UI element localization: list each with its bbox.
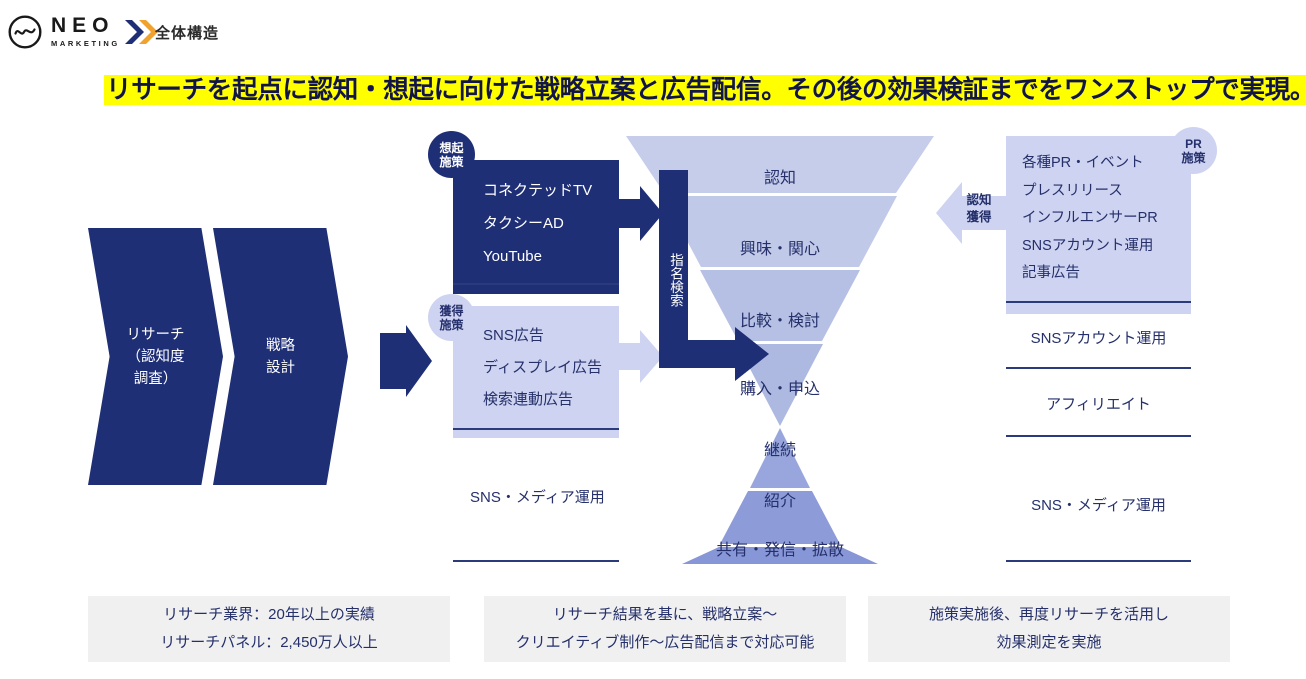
double-chevron-icon: [124, 20, 158, 44]
process-step-line: 設計: [266, 359, 295, 376]
divider: [1006, 301, 1191, 303]
left-arrow-icon: [936, 182, 1008, 244]
funnel-band-3: [700, 270, 860, 341]
footer-card-line: クリエイティブ制作〜広告配信まで対応可能: [515, 634, 815, 651]
branded-search-arrow-icon: [659, 170, 769, 381]
measure-item: SNS広告: [483, 327, 544, 344]
divider: [453, 428, 619, 430]
funnel-diagram: [626, 136, 934, 564]
measure-item: 記事広告: [1022, 265, 1080, 281]
footer-card-research: リサーチ業界：20年以上の実績 リサーチパネル：2,450万人以上: [88, 596, 450, 662]
measure-item: 検索連動広告: [483, 391, 574, 408]
funnel-band-1: [626, 136, 934, 193]
measure-box-recall: コネクテッドTV タクシーAD YouTube: [453, 160, 619, 294]
footer-card-line: リサーチ結果を基に、戦略立案〜: [552, 606, 778, 623]
process-step-line: リサーチ: [126, 326, 185, 343]
footer-card-line: 効果測定を実施: [996, 634, 1102, 651]
footer-card-line: 施策実施後、再度リサーチを活用し: [928, 606, 1169, 623]
right-arrow-icon: [616, 186, 663, 241]
logo: NEO MARKETING: [8, 14, 158, 50]
measure-item: プレスリリース: [1022, 182, 1123, 199]
wave-circle-icon: [8, 15, 42, 49]
badge-line: 想起: [439, 140, 464, 155]
measure-item: SNSアカウント運用: [1022, 237, 1154, 254]
right-arrow-icon: [616, 330, 663, 383]
awareness-acquisition-label: 認知 獲得: [957, 192, 1001, 232]
right-item-sns-media: SNS・メディア運用: [1031, 497, 1166, 514]
left-media-label: SNS・メディア運用: [470, 489, 605, 506]
measure-box-acquisition: SNS広告 ディスプレイ広告 検索連動広告: [453, 306, 619, 438]
right-item-affiliate: アフィリエイト: [1046, 396, 1151, 413]
logo-subtitle: MARKETING: [51, 39, 120, 48]
badge-pr-measures: PR 施策: [1170, 127, 1217, 174]
measure-item: タクシーAD: [483, 215, 564, 232]
logo-wordmark: NEO MARKETING: [51, 15, 120, 49]
divider: [453, 283, 619, 285]
funnel-band-5: [750, 428, 810, 488]
badge-line: 施策: [439, 154, 464, 169]
measure-item: インフルエンサーPR: [1022, 210, 1158, 226]
logo-name: NEO: [51, 14, 115, 37]
branded-search-label: 指名検索: [668, 253, 683, 307]
arrow-label-line: 認知: [966, 193, 992, 207]
measure-item: YouTube: [483, 248, 542, 265]
process-step-research: リサーチ （認知度 調査）: [88, 228, 223, 485]
funnel-band-6: [720, 491, 840, 544]
footer-card-line: リサーチ業界：20年以上の実績: [163, 606, 375, 623]
footer-card-measurement: 施策実施後、再度リサーチを活用し 効果測定を実施: [868, 596, 1230, 662]
arrow-label-line: 獲得: [966, 210, 992, 224]
badge-line: 施策: [1181, 150, 1206, 165]
badge-line: PR: [1185, 136, 1202, 151]
badge-line: 施策: [439, 317, 464, 332]
badge-line: 獲得: [439, 303, 464, 318]
header: NEO MARKETING 全体構造: [0, 0, 1306, 62]
badge-recall-measures: 想起 施策: [428, 131, 475, 178]
right-item-sns-account: SNSアカウント運用: [1030, 330, 1167, 347]
measure-item: ディスプレイ広告: [483, 359, 602, 376]
divider: [453, 560, 619, 562]
right-arrow-icon: [380, 325, 432, 397]
measure-box-pr: 各種PR・イベント プレスリリース インフルエンサーPR SNSアカウント運用 …: [1006, 136, 1191, 314]
badge-acquisition-measures: 獲得 施策: [428, 294, 475, 341]
headline-banner: リサーチを起点に認知・想起に向けた戦略立案と広告配信。その後の効果検証までをワン…: [104, 74, 1306, 106]
process-step-line: 戦略: [266, 337, 295, 354]
funnel-band-2: [663, 196, 897, 267]
funnel-band-4: [737, 344, 823, 426]
divider: [1006, 367, 1191, 369]
process-step-strategy: 戦略 設計: [213, 228, 348, 485]
process-step-line: （認知度: [126, 348, 185, 365]
measure-item: 各種PR・イベント: [1022, 155, 1144, 171]
measure-item: コネクテッドTV: [483, 182, 593, 199]
headline-text: リサーチを起点に認知・想起に向けた戦略立案と広告配信。その後の効果検証までをワン…: [104, 75, 1306, 105]
divider: [1006, 435, 1191, 437]
page-title: 全体構造: [155, 25, 220, 42]
divider: [1006, 560, 1191, 562]
footer-card-line: リサーチパネル：2,450万人以上: [160, 634, 378, 651]
footer-card-strategy: リサーチ結果を基に、戦略立案〜 クリエイティブ制作〜広告配信まで対応可能: [484, 596, 846, 662]
process-step-line: 調査）: [133, 370, 178, 387]
